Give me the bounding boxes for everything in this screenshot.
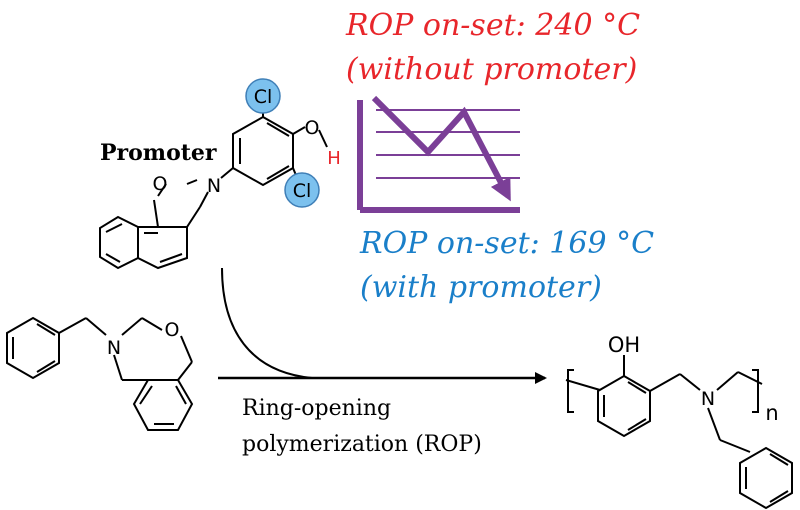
monomer-nitrogen-label: N bbox=[107, 337, 121, 359]
chlorine-label-top: Cl bbox=[254, 86, 273, 108]
onset-with-note: (with promoter) bbox=[360, 270, 602, 305]
promoter-oxygen-label: O bbox=[153, 173, 168, 195]
chlorine-highlight-bottom bbox=[284, 172, 320, 208]
promoter-nitrogen-label: N bbox=[207, 175, 221, 197]
polymer-hydroxyl-label: OH bbox=[608, 333, 640, 357]
onset-without-note: (without promoter) bbox=[346, 52, 638, 87]
polymer-nitrogen-label: N bbox=[701, 388, 715, 410]
rop-label-line2: polymerization (ROP) bbox=[242, 432, 482, 457]
hydroxyl-hydrogen-label: H bbox=[327, 148, 341, 169]
monomer-oxygen-label: O bbox=[165, 319, 180, 341]
monomer-molecule bbox=[6, 316, 194, 431]
hydroxyl-oxygen-label: O bbox=[305, 117, 320, 139]
promoter-label: Promoter bbox=[100, 140, 217, 166]
polymer-molecule bbox=[565, 355, 793, 510]
promoter-catalysis-curve bbox=[221, 267, 313, 379]
promoter-molecule bbox=[99, 103, 328, 270]
temperature-drop-graphic bbox=[357, 95, 520, 213]
rop-label-line1: Ring-opening bbox=[242, 396, 392, 421]
onset-with-title: ROP on-set: 169 °C bbox=[360, 226, 655, 261]
repeat-unit-subscript: n bbox=[765, 401, 778, 425]
chlorine-label-bottom: Cl bbox=[293, 180, 312, 202]
chlorine-highlight-top bbox=[245, 78, 281, 114]
onset-without-title: ROP on-set: 240 °C bbox=[346, 8, 641, 43]
